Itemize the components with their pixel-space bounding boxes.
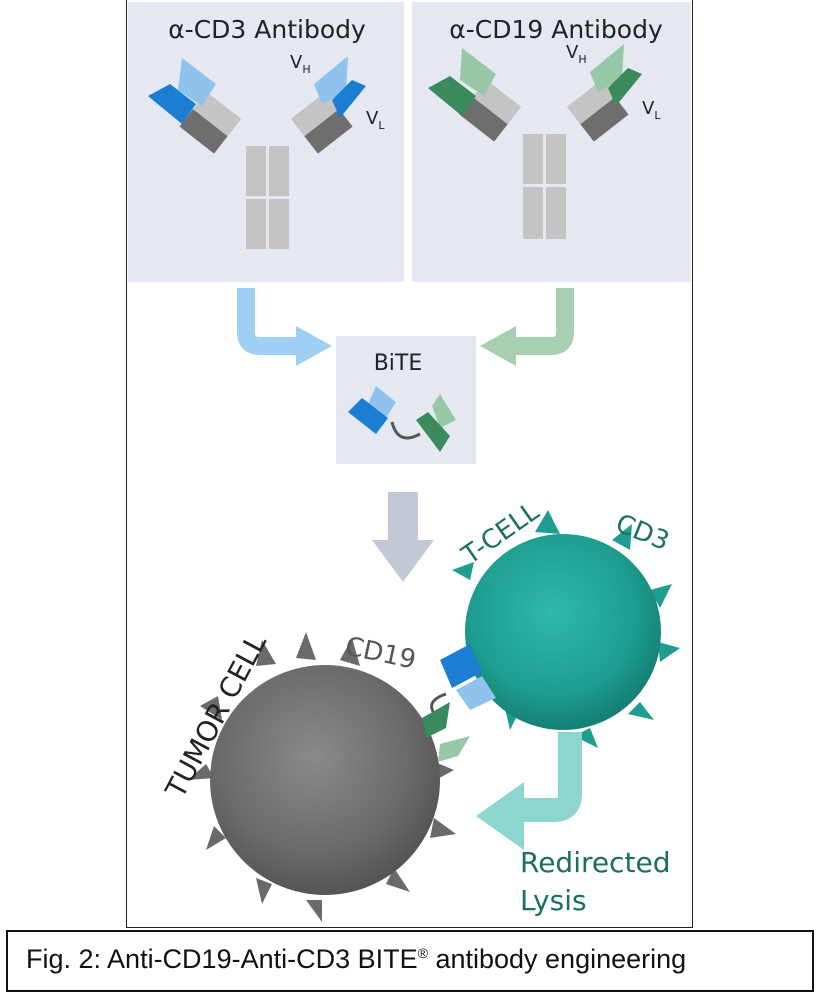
cd19-antibody-icon [428, 44, 642, 241]
tumor-cell [188, 632, 456, 922]
down-arrow-icon [372, 492, 434, 582]
cd3-panel-title: α-CD3 Antibody [168, 15, 366, 44]
cd19-merge-arrow [512, 288, 574, 355]
bite-box [336, 336, 476, 464]
lysis-arrow [520, 732, 582, 822]
cd19-merge-arrow-head [480, 326, 516, 366]
figure-caption: Fig. 2: Anti-CD19-Anti-CD3 BITE® antibod… [26, 944, 687, 974]
cd19-panel-title: α-CD19 Antibody [449, 15, 663, 44]
cd3-merge-arrow-head [296, 326, 332, 366]
cd3-antibody-icon [148, 56, 366, 251]
cd19-vl-label: VL [642, 98, 661, 122]
bite-molecule-icon [348, 386, 456, 452]
lysis-arrow-head [476, 782, 524, 850]
cd3-vl-label: VL [366, 108, 385, 132]
cd3-vh-label: VH [290, 52, 311, 76]
figure-frame [126, 0, 693, 928]
bound-bite-icon [422, 644, 496, 762]
cd3-merge-arrow [237, 288, 300, 355]
cd3-label: CD3 [611, 509, 673, 557]
lysis-label-line2: Lysis [520, 884, 587, 917]
bite-label: BiTE [374, 351, 423, 376]
t-cell [452, 510, 680, 748]
cd19-vh-label: VH [566, 42, 587, 66]
bite-diagram: α-CD3 Antibody α-CD19 Antibody [128, 2, 691, 922]
figure-caption-box: Fig. 2: Anti-CD19-Anti-CD3 BITE® antibod… [6, 930, 814, 992]
lysis-label-line1: Redirected [520, 846, 670, 879]
